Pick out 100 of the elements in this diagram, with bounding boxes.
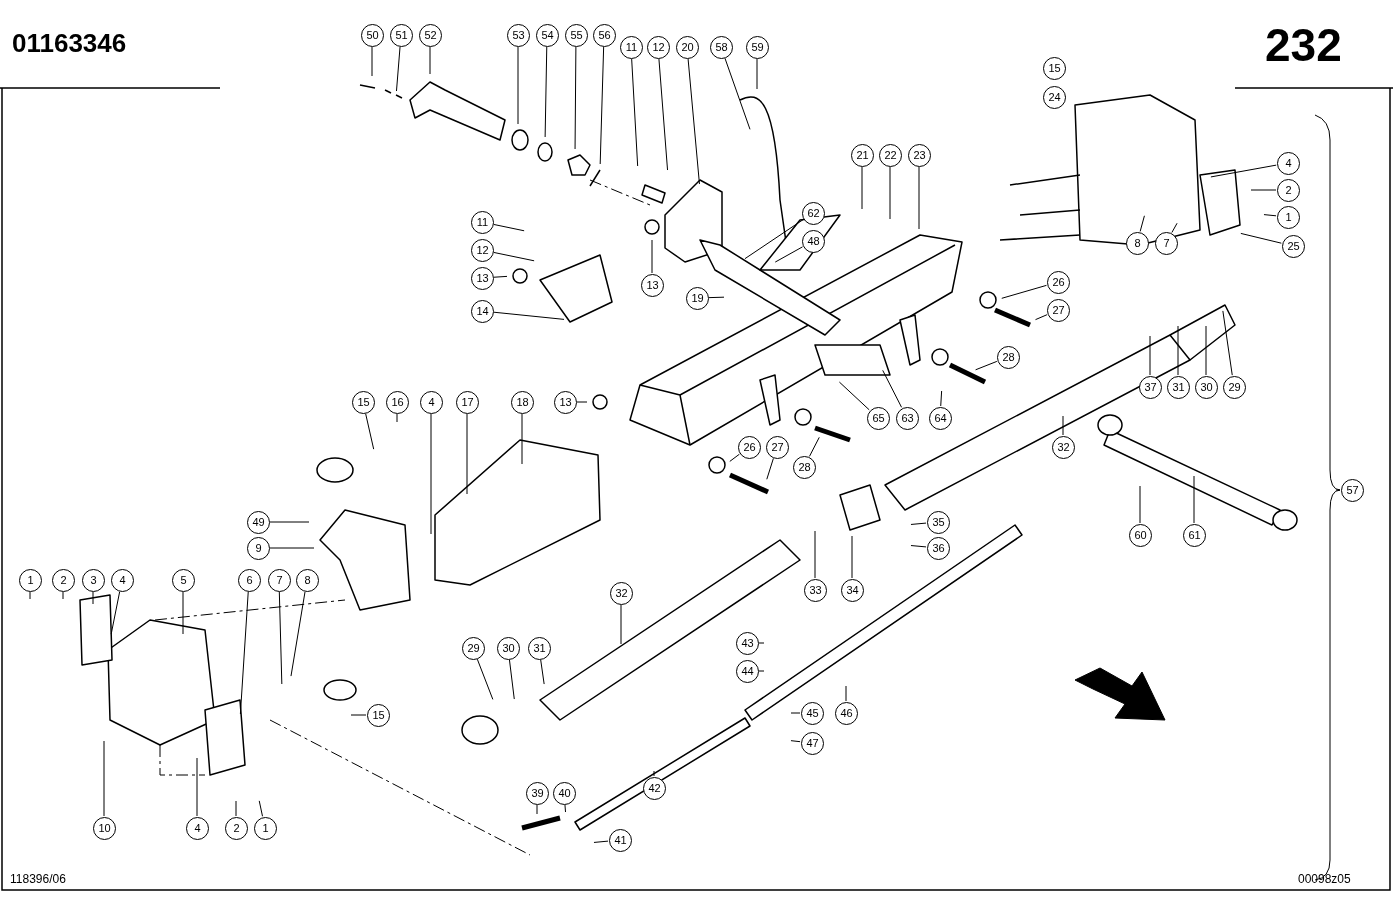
leader-line xyxy=(493,275,508,278)
callout-number: 13 xyxy=(641,274,664,297)
callout-number: 13 xyxy=(554,391,577,414)
leader-line xyxy=(564,804,566,813)
callout-number: 33 xyxy=(804,579,827,602)
leader-line xyxy=(593,840,609,843)
callout-number: 51 xyxy=(390,24,413,47)
callout-number: 12 xyxy=(471,239,494,262)
callout-number: 42 xyxy=(643,777,666,800)
callout-number: 35 xyxy=(927,511,950,534)
callout-number: 52 xyxy=(419,24,442,47)
leader-line xyxy=(1177,325,1179,376)
leader-line xyxy=(544,46,548,138)
leader-line xyxy=(1205,325,1207,376)
callout-number: 15 xyxy=(352,391,375,414)
callout-number: 16 xyxy=(386,391,409,414)
leader-line xyxy=(92,591,94,605)
leader-line xyxy=(845,685,847,702)
callout-number: 61 xyxy=(1183,524,1206,547)
leader-line xyxy=(103,740,105,817)
callout-number: 1 xyxy=(1277,206,1300,229)
reference-number: 118396/06 xyxy=(10,872,66,886)
leader-line xyxy=(430,413,432,535)
leader-line xyxy=(269,547,315,549)
callout-number: 40 xyxy=(553,782,576,805)
callout-number: 12 xyxy=(647,36,670,59)
leader-line xyxy=(429,46,431,75)
leader-line xyxy=(910,522,927,525)
callout-number: 4 xyxy=(111,569,134,592)
leader-line xyxy=(278,591,283,685)
page-number: 232 xyxy=(1265,18,1342,72)
callout-number: 4 xyxy=(420,391,443,414)
leader-line xyxy=(758,670,765,672)
callout-number: 17 xyxy=(456,391,479,414)
callout-number: 30 xyxy=(1195,376,1218,399)
leader-line xyxy=(365,413,375,450)
callout-number: 39 xyxy=(526,782,549,805)
leader-line xyxy=(235,800,237,817)
leader-line xyxy=(1335,489,1341,491)
leader-line xyxy=(1139,485,1141,524)
callout-number: 36 xyxy=(927,537,950,560)
leader-line xyxy=(466,413,468,495)
callout-number: 23 xyxy=(908,144,931,167)
leader-line xyxy=(838,381,870,411)
callout-number: 46 xyxy=(835,702,858,725)
callout-number: 54 xyxy=(536,24,559,47)
callout-number: 19 xyxy=(686,287,709,310)
callout-number: 28 xyxy=(997,346,1020,369)
callout-number: 49 xyxy=(247,511,270,534)
leader-line xyxy=(756,58,758,90)
leader-line xyxy=(620,604,622,645)
callout-number: 22 xyxy=(879,144,902,167)
leader-line xyxy=(910,545,927,548)
callout-number: 30 xyxy=(497,637,520,660)
leader-line xyxy=(1035,314,1048,321)
leader-line xyxy=(882,369,903,408)
leader-line xyxy=(758,642,765,644)
leader-line xyxy=(809,436,820,457)
callout-number: 9 xyxy=(247,537,270,560)
callout-number: 15 xyxy=(367,704,390,727)
leader-line xyxy=(861,166,863,210)
callout-number: 21 xyxy=(851,144,874,167)
leader-line xyxy=(110,591,121,635)
leader-line xyxy=(653,770,655,777)
leader-line xyxy=(1210,164,1277,178)
drawing-number: 01163346 xyxy=(12,28,127,59)
leader-line xyxy=(371,46,373,77)
leader-line xyxy=(918,166,920,230)
leader-line xyxy=(744,219,804,260)
callout-number: 50 xyxy=(361,24,384,47)
leader-line xyxy=(521,413,523,465)
leader-line xyxy=(182,591,184,635)
callout-number: 45 xyxy=(801,702,824,725)
callout-number: 65 xyxy=(867,407,890,430)
leader-line xyxy=(790,740,801,743)
leader-line xyxy=(1193,475,1195,524)
leader-line xyxy=(1240,232,1282,244)
leader-line xyxy=(1001,284,1047,299)
callout-number: 27 xyxy=(766,436,789,459)
callout-number: 20 xyxy=(676,36,699,59)
leader-line xyxy=(536,804,538,815)
callout-number: 18 xyxy=(511,391,534,414)
leader-line xyxy=(540,659,545,685)
leader-line xyxy=(508,659,515,700)
callout-number: 34 xyxy=(841,579,864,602)
callout-number: 15 xyxy=(1043,57,1066,80)
callout-number: 2 xyxy=(225,817,248,840)
callout-number: 64 xyxy=(929,407,952,430)
leader-line xyxy=(517,46,519,125)
leader-line xyxy=(1222,310,1233,376)
leader-line xyxy=(476,658,494,700)
leader-line xyxy=(975,360,998,371)
leader-line xyxy=(687,58,700,185)
leader-line xyxy=(651,239,653,274)
callout-number: 3 xyxy=(82,569,105,592)
leader-line xyxy=(851,535,853,579)
callout-number: 25 xyxy=(1282,235,1305,258)
leader-line xyxy=(1171,222,1178,234)
leader-line xyxy=(196,757,198,817)
leader-line xyxy=(790,712,801,714)
